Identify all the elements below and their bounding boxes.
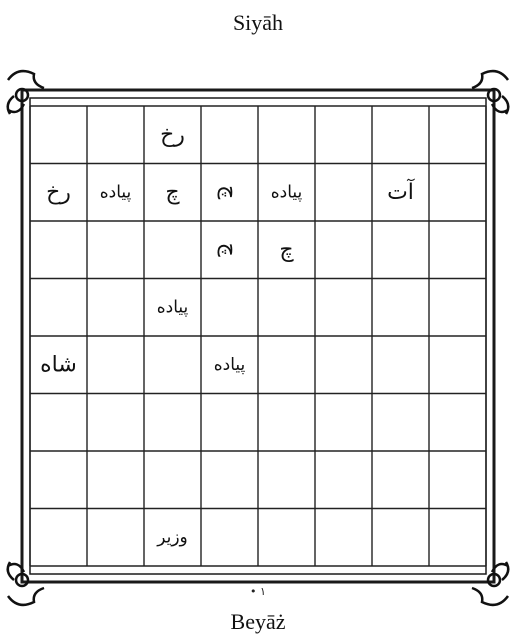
ornament-top-left — [8, 71, 44, 114]
board-grid — [30, 106, 486, 566]
board-piece: رخ — [160, 122, 185, 147]
page-number: • ١ — [250, 585, 266, 598]
board-piece: وزیر — [156, 527, 188, 547]
board-piece: شاه — [40, 352, 77, 377]
white-side-label: Beyāż — [0, 609, 516, 635]
board-piece: ﭺ — [217, 185, 242, 200]
board-piece: ﭺ — [279, 237, 294, 262]
board-piece: پیاده — [271, 182, 303, 202]
board-piece: پیاده — [157, 297, 189, 317]
board-piece: آت — [387, 178, 415, 205]
board-piece: ﭺ — [217, 243, 242, 258]
board-piece: رخ — [46, 180, 71, 205]
board-piece: پیاده — [214, 355, 246, 375]
board-piece: پیاده — [100, 182, 132, 202]
pieces-layer: رخ رخ پیاده ﭺ ﭺ پیاده آت ﭺ ﭺ پیاده شاه پیاده وزیر — [40, 122, 415, 547]
ornament-top-right — [472, 71, 508, 114]
board-piece: ﭺ — [165, 180, 180, 205]
